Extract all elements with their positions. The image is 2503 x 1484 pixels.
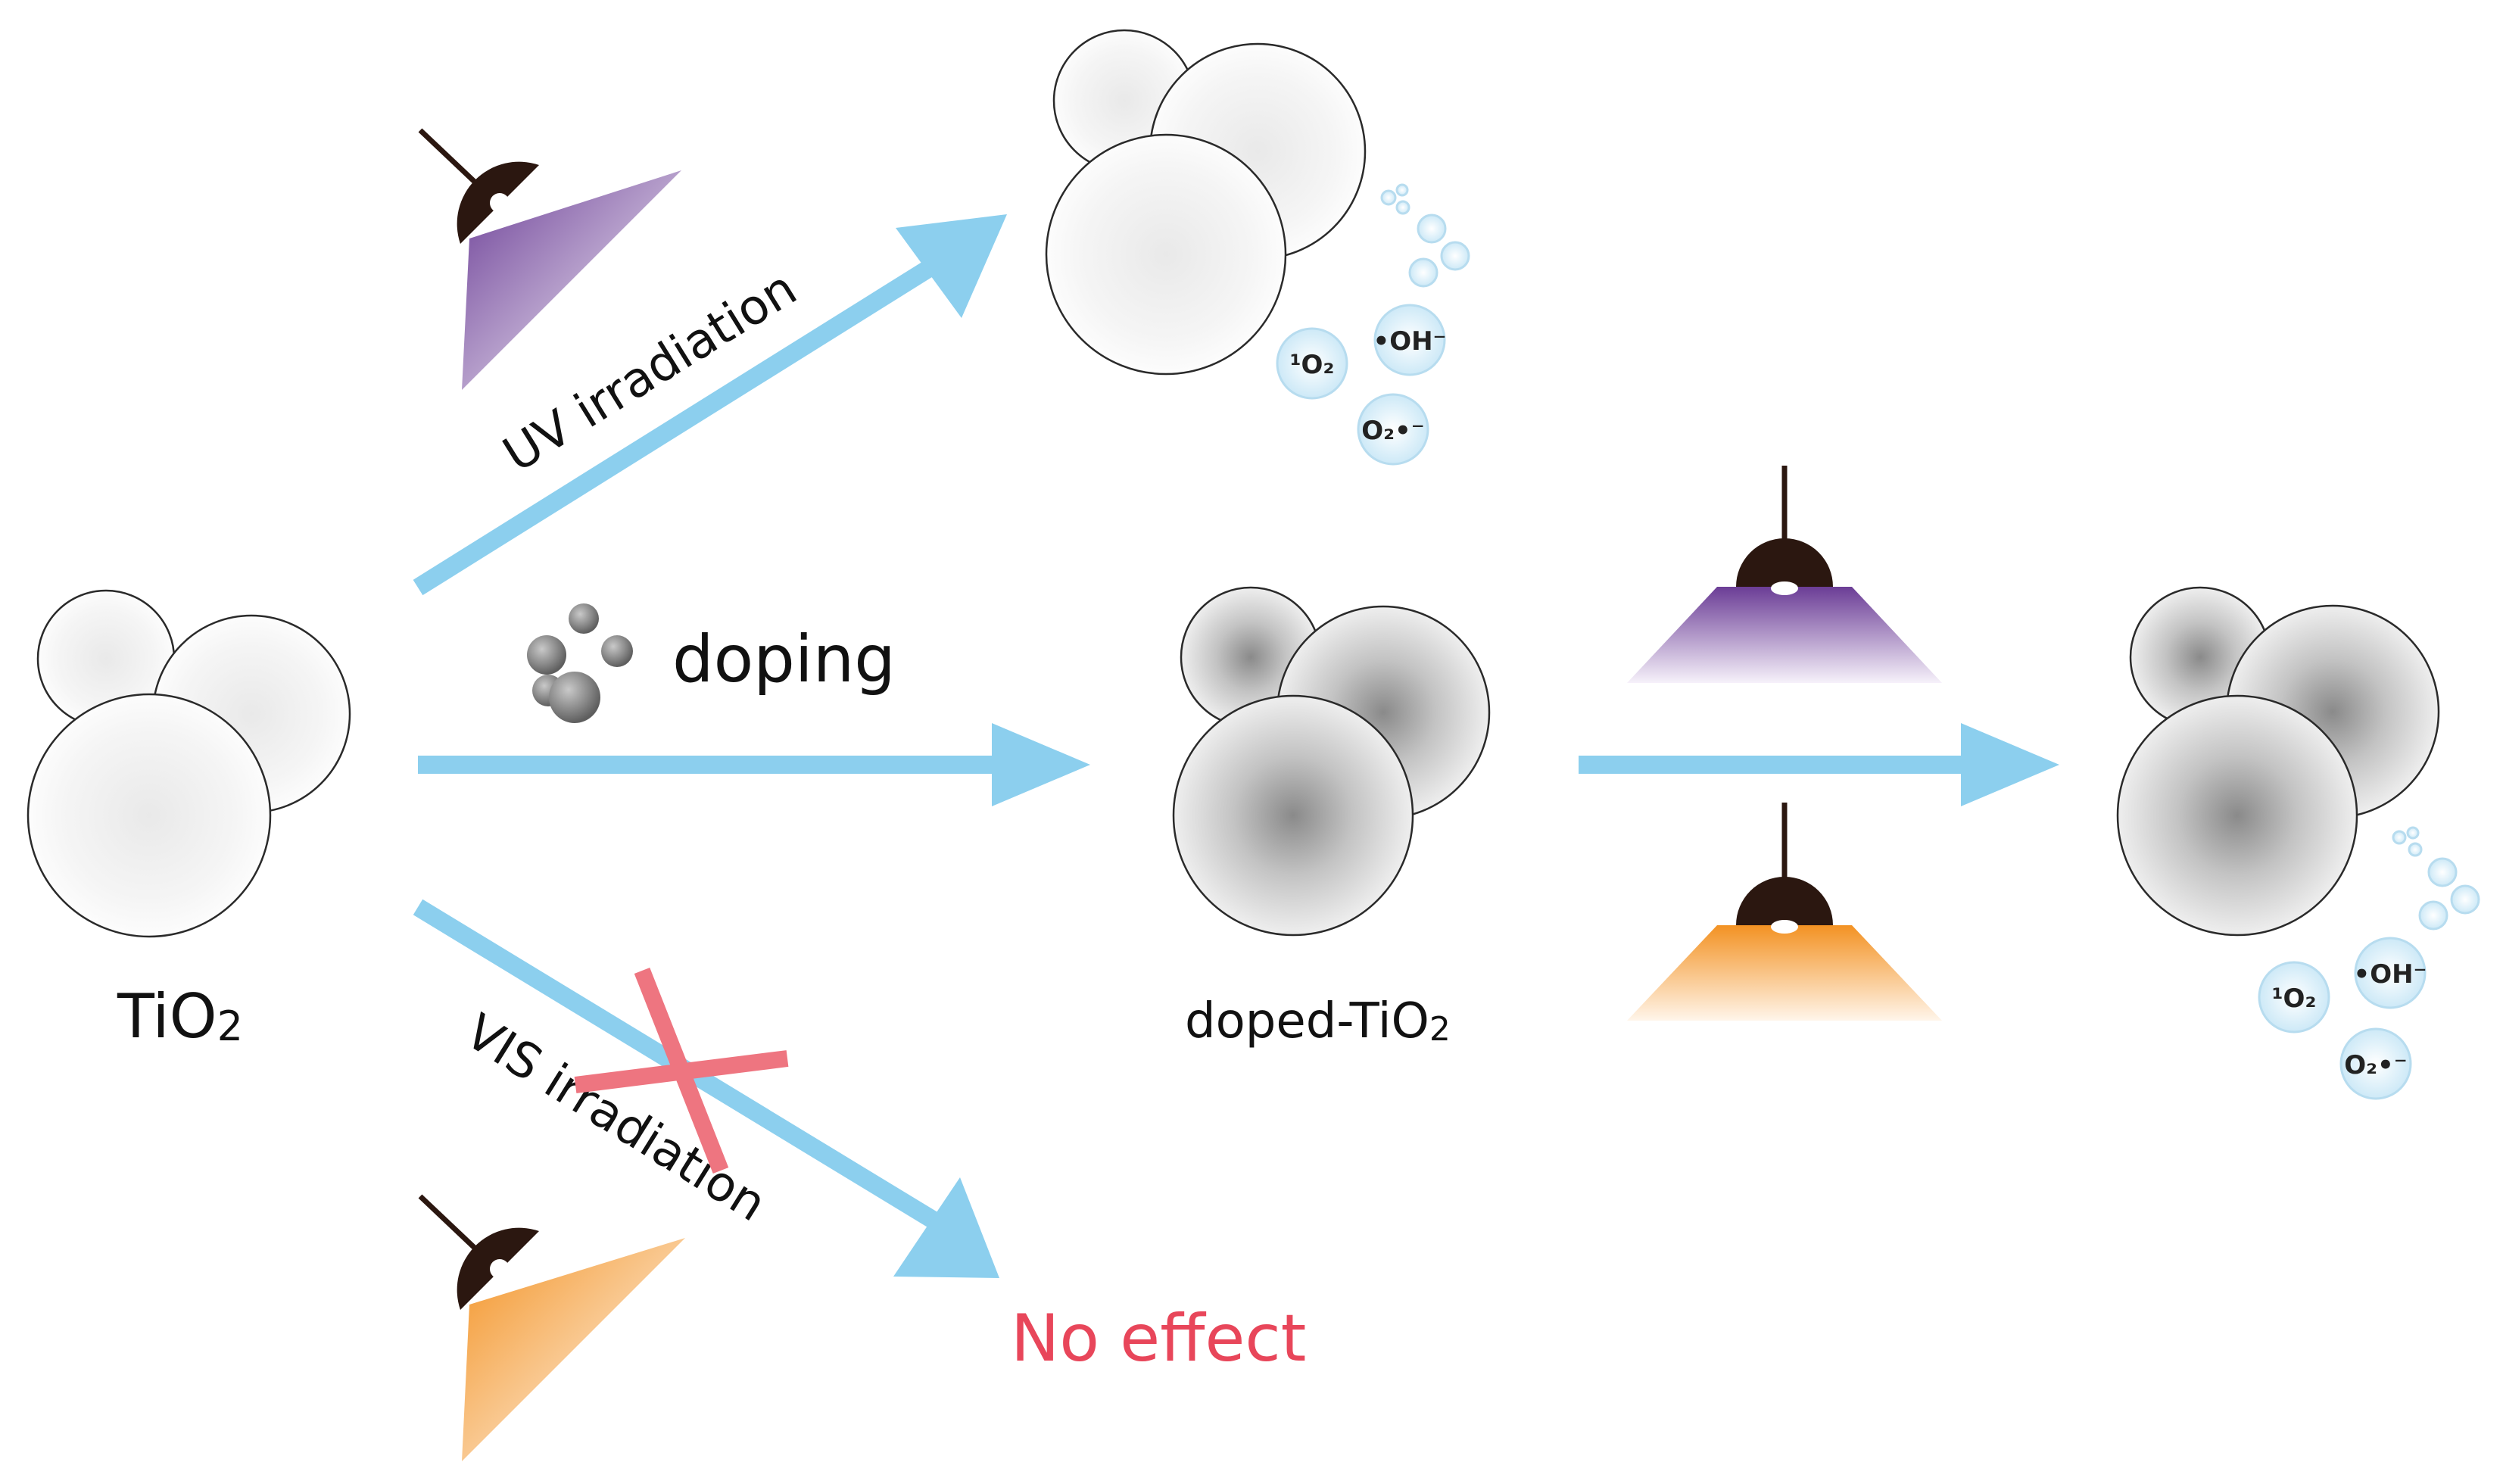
- right-ros-singlet-oxygen: ¹O₂: [2258, 961, 2330, 1034]
- vis-down-lamp-icon: [1627, 803, 1942, 1021]
- uv-ros-singlet-oxygen: ¹O₂: [1276, 327, 1348, 400]
- light-activation-arrow: [1579, 723, 2059, 806]
- svg-text:O₂•⁻: O₂•⁻: [1361, 416, 1424, 446]
- cross-mark-icon: [574, 967, 789, 1174]
- dopant-particles-icon: [527, 603, 633, 723]
- svg-text:O₂•⁻: O₂•⁻: [2344, 1050, 2407, 1080]
- right-ros-hydroxyl-radical: •OH⁻: [2353, 937, 2427, 1009]
- svg-text:•OH⁻: •OH⁻: [1373, 326, 1446, 357]
- right-ros-superoxide: O₂•⁻: [2339, 1027, 2412, 1100]
- svg-text:•OH⁻: •OH⁻: [2353, 959, 2427, 990]
- vis-arrow: [413, 899, 999, 1278]
- vis-irradiation-label: VIS irradiation: [456, 1004, 776, 1233]
- svg-text:¹O₂: ¹O₂: [2272, 984, 2317, 1014]
- uv-arrow: [413, 214, 1007, 596]
- tio2-particle-cluster: [26, 589, 351, 938]
- doping-arrow: [418, 723, 1090, 806]
- uv-small-bubbles: [1380, 183, 1470, 288]
- no-effect-label: No effect: [1011, 1301, 1306, 1376]
- doping-label: doping: [672, 622, 896, 697]
- activated-doped-particle-cluster: [2116, 586, 2440, 937]
- svg-text:¹O₂: ¹O₂: [1290, 350, 1335, 380]
- doped-tio2-label: doped-TiO2: [1185, 993, 1451, 1049]
- uv-ros-superoxide: O₂•⁻: [1357, 393, 1429, 466]
- tio2-label: TiO2: [117, 981, 243, 1052]
- uv-product-particle-cluster: [1045, 29, 1367, 376]
- uv-down-lamp-icon: [1627, 466, 1942, 683]
- right-small-bubbles: [2392, 826, 2480, 931]
- doped-tio2-particle-cluster: [1172, 586, 1491, 937]
- vis-lamp-icon: [418, 1194, 685, 1461]
- uv-lamp-icon: [418, 128, 681, 390]
- uv-ros-hydroxyl-radical: •OH⁻: [1373, 304, 1447, 376]
